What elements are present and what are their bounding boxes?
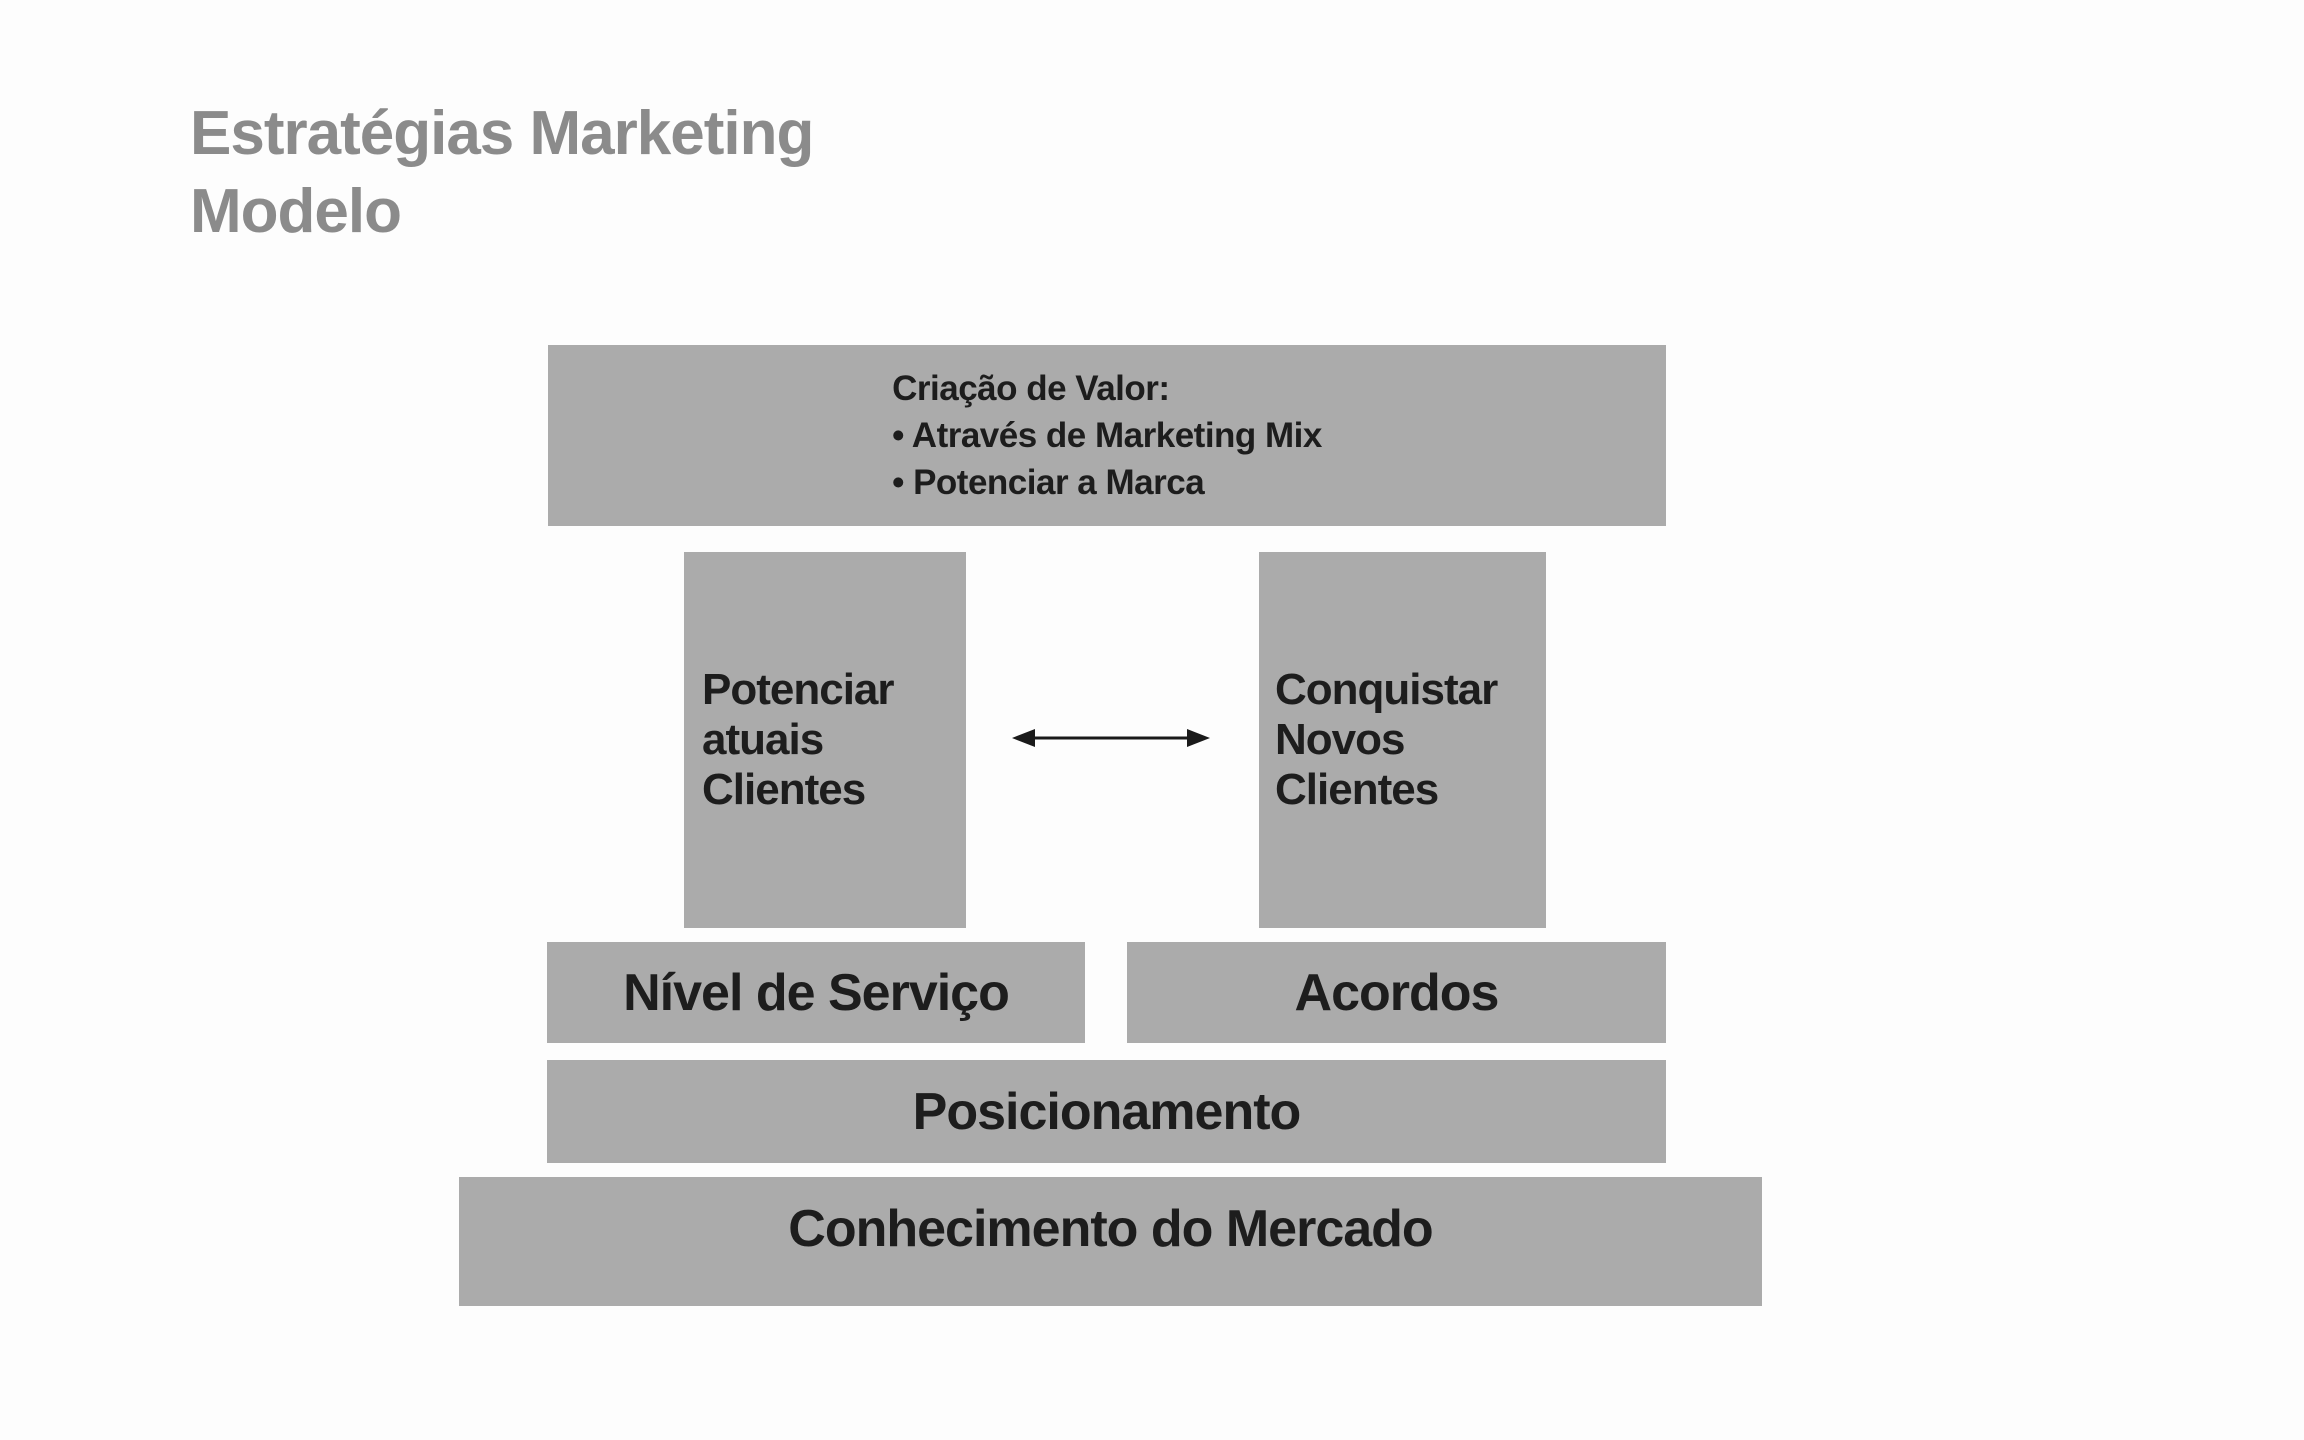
pillar-current-clients-line1: Potenciar	[702, 665, 895, 714]
value-creation-heading: Criação de Valor:	[892, 369, 1170, 408]
positioning-label: Posicionamento	[912, 1082, 1302, 1141]
box-service-level: Nível de Serviço	[547, 942, 1085, 1043]
box-value-creation: Criação de Valor: • Através de Marketing…	[548, 345, 1666, 526]
agreements-label: Acordos	[1294, 963, 1500, 1022]
pillar-current-clients: Potenciar atuais Clientes	[684, 552, 966, 928]
box-positioning: Posicionamento	[547, 1060, 1666, 1163]
double-arrow-icon	[1012, 722, 1210, 754]
page-title: Estratégias Marketing Modelo	[190, 95, 814, 251]
box-agreements: Acordos	[1127, 942, 1666, 1043]
pillar-new-clients: Conquistar Novos Clientes	[1259, 552, 1546, 928]
service-level-label: Nível de Serviço	[623, 963, 1010, 1022]
page-title-line1: Estratégias Marketing	[190, 99, 814, 168]
page-title-line2: Modelo	[190, 177, 402, 246]
market-knowledge-label: Conhecimento do Mercado	[788, 1199, 1433, 1258]
pillar-new-clients-line2: Novos	[1275, 715, 1405, 764]
pillar-new-clients-line3: Clientes	[1275, 765, 1439, 814]
value-creation-bullet-2: • Potenciar a Marca	[892, 463, 1205, 502]
pillar-current-clients-line3: Clientes	[702, 765, 866, 814]
box-market-knowledge: Conhecimento do Mercado	[459, 1177, 1762, 1306]
pillar-new-clients-line1: Conquistar	[1275, 665, 1498, 714]
value-creation-bullet-1: • Através de Marketing Mix	[892, 416, 1322, 455]
pillar-current-clients-line2: atuais	[702, 715, 824, 764]
